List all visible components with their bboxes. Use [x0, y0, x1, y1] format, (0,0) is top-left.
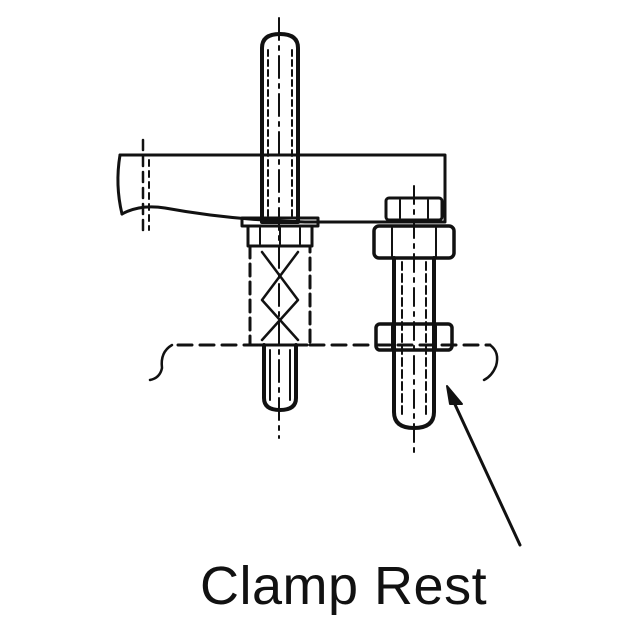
stud-washer-and-sleeve: [240, 216, 320, 347]
clamp-rest-label: Clamp Rest: [200, 556, 488, 616]
main-stud: [260, 17, 300, 439]
clamp-rest-screw: [372, 185, 456, 459]
leader-arrow: [446, 385, 522, 547]
mounting-surface: [148, 343, 499, 382]
